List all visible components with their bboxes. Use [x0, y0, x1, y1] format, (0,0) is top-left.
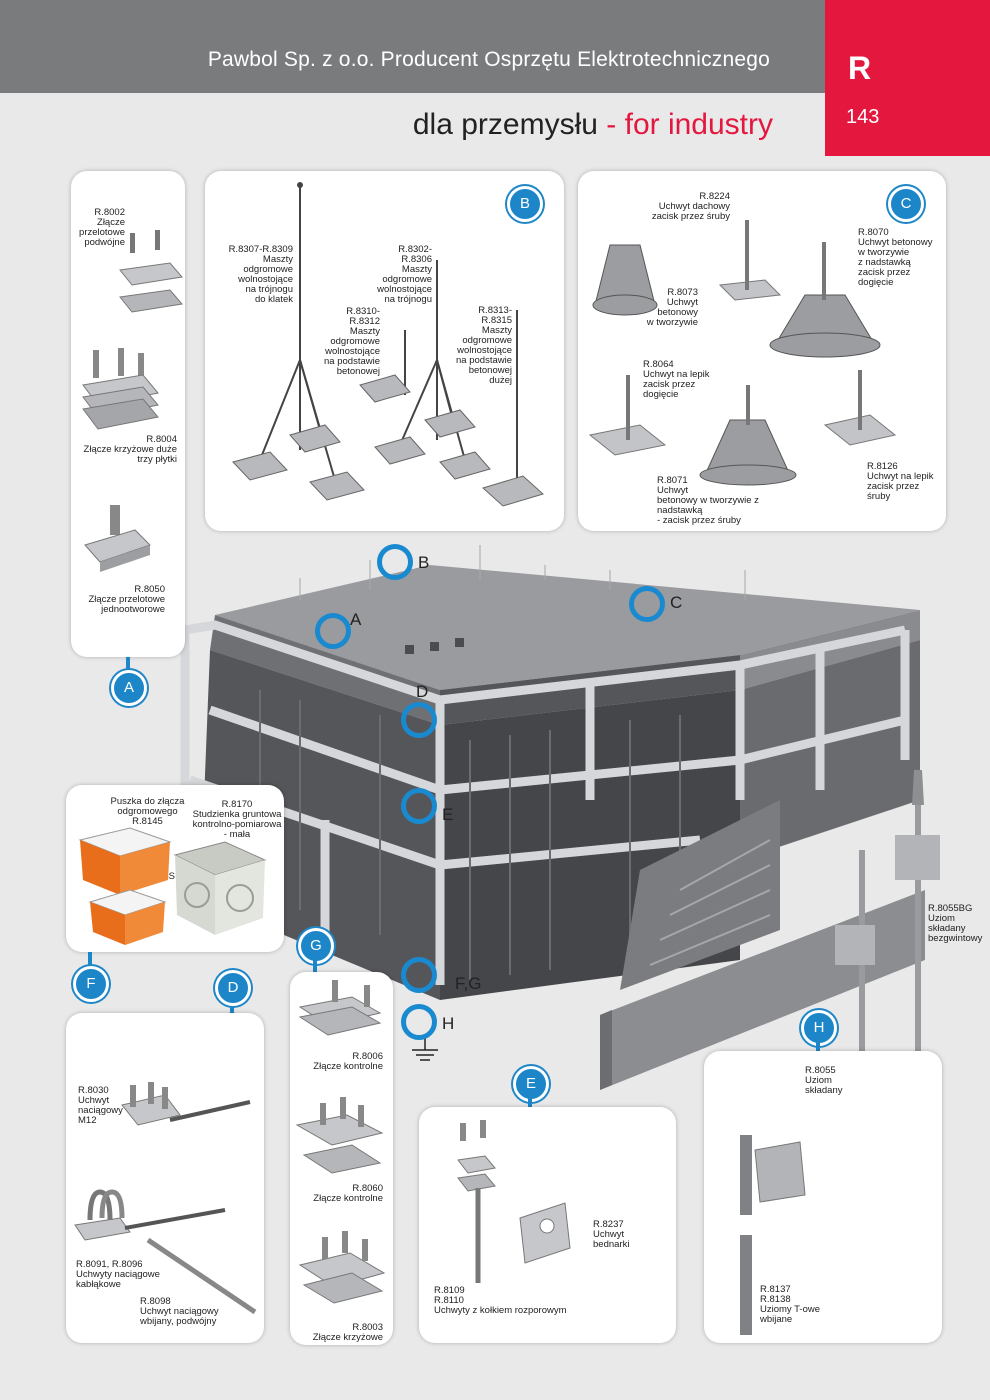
label-r8050: R.8050 Złącze przelotowe jednootworowe — [88, 584, 165, 615]
tape-holders-image — [457, 1120, 571, 1283]
label-r8004: R.8004 Złącze krzyżowe duże trzy płytki — [83, 434, 177, 465]
label-r8126: R.8126 Uchwyt na lepik zacisk przez śrub… — [867, 461, 934, 502]
tension-holders-image — [74, 1082, 257, 1315]
label-r8302: R.8302-R.8306 Maszty odgromowe wolnostoj… — [377, 244, 432, 305]
badge-g[interactable]: G — [298, 928, 334, 964]
control-joints-image — [295, 980, 386, 1304]
badge-e[interactable]: E — [513, 1066, 549, 1102]
label-r8071: R.8071 Uchwyt betonowy w tworzywie z nad… — [657, 475, 759, 526]
connector-line-e — [528, 1098, 532, 1108]
label-r8310: R.8310-R.8312 Maszty odgromowe wolnostoj… — [324, 306, 380, 377]
holders-image — [588, 220, 897, 486]
section-tab — [825, 0, 990, 156]
connector-r8050-image — [84, 505, 151, 572]
label-r8055: R.8055 Uziom składany — [805, 1065, 843, 1096]
label-r8170: R.8170 Studzienka gruntowa kontrolno-pom… — [192, 799, 282, 840]
connector-line-h — [816, 1042, 820, 1052]
connector-r8002-image — [119, 230, 183, 313]
label-r8098: R.8098 Uchwyt naciągowy wbijany, podwójn… — [140, 1296, 219, 1327]
label-r8030: R.8030 Uchwyt naciągowy M12 — [78, 1085, 123, 1126]
marker-label-e: E — [442, 805, 454, 824]
section-letter: R — [848, 50, 872, 86]
badge-a[interactable]: A — [111, 670, 147, 706]
company-name: Pawbol Sp. z o.o. Producent Osprzętu Ele… — [207, 48, 770, 71]
label-r8064: R.8064 Uchwyt na lepik zacisk przez dogi… — [643, 359, 710, 400]
marker-ring-b[interactable] — [377, 544, 413, 580]
connector-line-d — [230, 999, 234, 1013]
badge-d[interactable]: D — [215, 970, 251, 1006]
label-r8091: R.8091, R.8096 Uchwyty naciągowe kabłąko… — [76, 1259, 160, 1290]
label-r8070: R.8070 Uchwyt betonowy w tworzywie z nad… — [858, 227, 933, 288]
label-r8060: R.8060 Złącze kontrolne — [313, 1183, 383, 1204]
badge-c[interactable]: C — [888, 186, 924, 222]
marker-ring-e[interactable] — [401, 788, 437, 824]
masts-image — [232, 182, 544, 507]
header-bar — [0, 0, 825, 93]
marker-label-a: A — [350, 610, 362, 629]
connector-line-a — [126, 657, 130, 671]
subtitle-en: - for industry — [606, 108, 773, 141]
page-subtitle: dla przemysłu - for industry — [413, 108, 773, 142]
marker-ring-a[interactable] — [315, 613, 351, 649]
marker-ring-fg[interactable] — [401, 957, 437, 993]
earth-rods-image — [740, 1135, 806, 1335]
label-r8003: R.8003 Złącze krzyżowe — [312, 1322, 383, 1343]
badge-f[interactable]: F — [73, 966, 109, 1002]
label-r8307: R.8307-R.8309 Maszty odgromowe wolnostoj… — [228, 244, 293, 305]
badge-h[interactable]: H — [801, 1010, 837, 1046]
label-r8055bg: R.8055BG Uziom składany bezgwintowy — [928, 903, 983, 944]
connector-line-g — [313, 960, 317, 974]
marker-label-b: B — [418, 553, 430, 572]
label-r8145: Puszka do złącza odgromowego R.8145 — [110, 796, 185, 827]
marker-label-h: H — [442, 1014, 455, 1033]
connector-line-f — [88, 952, 92, 966]
marker-ring-h[interactable] — [401, 1004, 437, 1040]
marker-label-c: C — [670, 593, 683, 612]
label-r8002: R.8002 Złącze przelotowe podwójne — [79, 207, 125, 248]
label-r8073: R.8073 Uchwyt betonowy w tworzywie — [646, 287, 698, 328]
marker-label-d: D — [416, 682, 429, 701]
label-r8237: R.8237 Uchwyt bednarki — [593, 1219, 630, 1250]
marker-ring-c[interactable] — [629, 586, 665, 622]
badge-b[interactable]: B — [507, 186, 543, 222]
boxes-image — [78, 827, 267, 945]
label-r8006: R.8006 Złącze kontrolne — [313, 1051, 383, 1072]
connector-r8004-image — [82, 348, 159, 430]
label-r8224: R.8224 Uchwyt dachowy zacisk przez śruby — [651, 191, 730, 222]
marker-ring-d[interactable] — [401, 702, 437, 738]
subtitle-pl: dla przemysłu — [412, 108, 598, 141]
panel-d — [66, 1013, 264, 1343]
label-r8109: R.8109 R.8110 Uchwyty z kołkiem rozporow… — [434, 1285, 567, 1316]
page-number: 143 — [846, 106, 880, 128]
marker-label-fg: F,G — [455, 974, 482, 993]
label-r8313: R.8313-R.8315 Maszty odgromowe wolnostoj… — [456, 305, 512, 386]
label-r8137: R.8137 R.8138 Uziomy T-owe wbijane — [760, 1284, 821, 1325]
